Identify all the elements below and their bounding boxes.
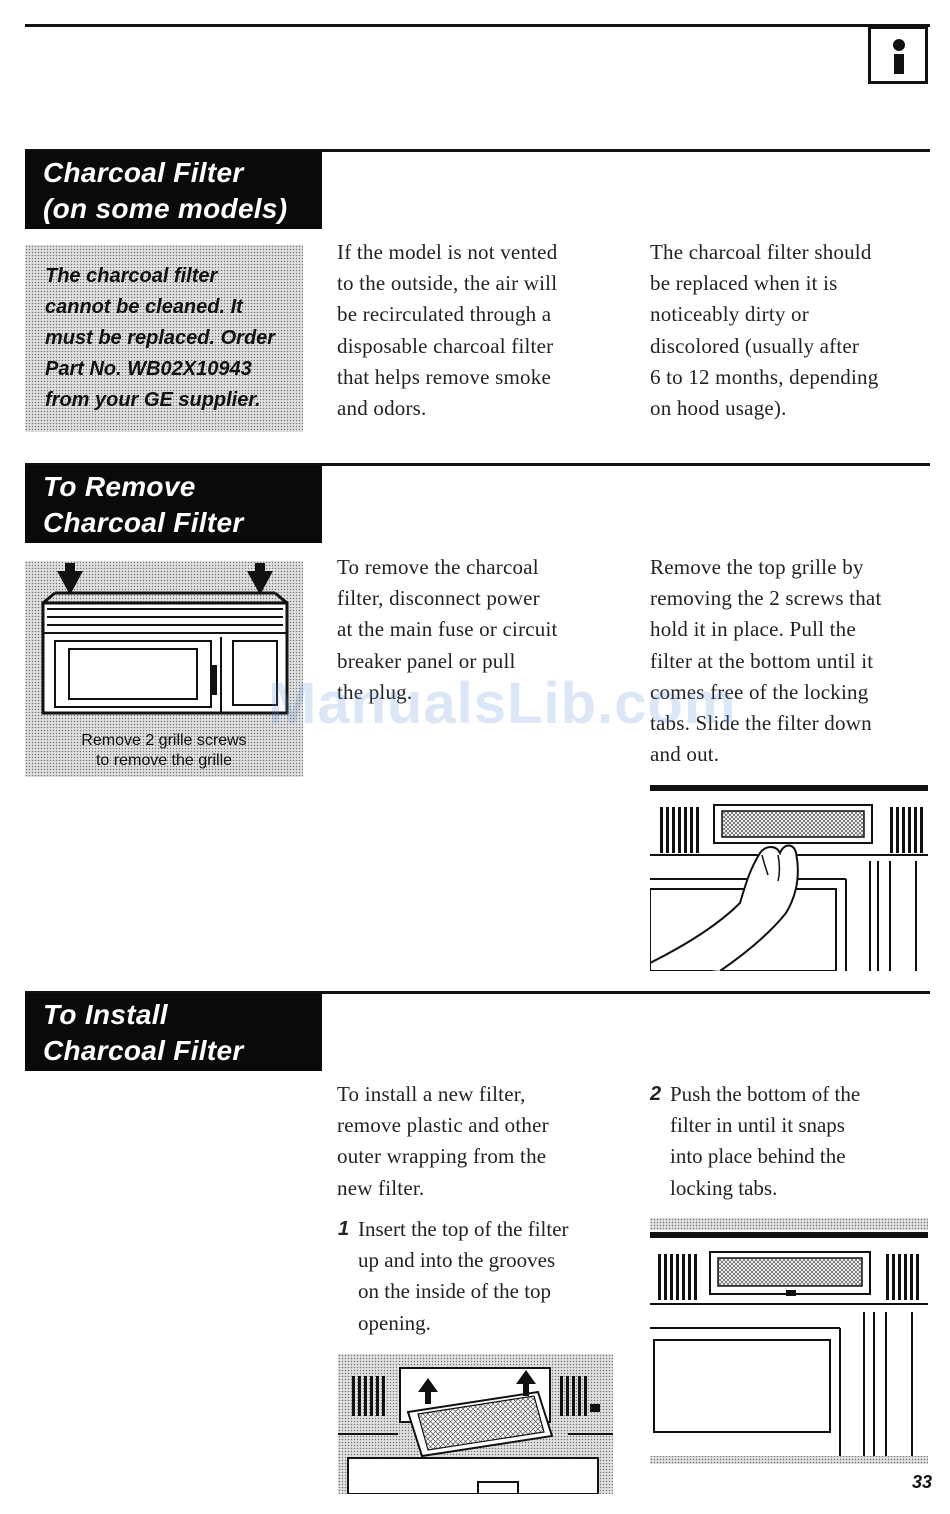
- text-line: new filter.: [337, 1175, 425, 1200]
- page-number: 33: [911, 1472, 932, 1492]
- text-line: be replaced when it is: [650, 271, 838, 296]
- insert-filter-figure: [338, 1354, 613, 1495]
- text-line: discolored (usually after: [650, 333, 860, 358]
- caption-line: Remove 2 grille screws: [81, 732, 247, 749]
- text-line: up and into the grooves: [358, 1248, 556, 1273]
- step-number: 1: [338, 1218, 350, 1240]
- body-text-install-intro: To install a new filter, remove plastic …: [337, 1079, 549, 1204]
- info-icon: [868, 26, 928, 84]
- text-line: filter at the bottom until it: [650, 648, 874, 673]
- filter-pull-figure: [649, 783, 928, 972]
- section-title-line: Charcoal Filter: [43, 157, 244, 188]
- note-line: The charcoal filter: [45, 265, 218, 287]
- text-line: filter in until it snaps: [670, 1113, 845, 1138]
- text-line: breaker panel or pull: [337, 648, 516, 673]
- microwave-illustration: [41, 563, 289, 715]
- text-line: removing the 2 screws that: [650, 586, 882, 611]
- text-line: outer wrapping from the: [337, 1144, 547, 1169]
- body-text-disconnect-power: To remove the charcoal filter, disconnec…: [337, 552, 558, 708]
- section-title-install-filter: To Install Charcoal Filter: [25, 993, 322, 1071]
- body-text-replace: The charcoal filter should be replaced w…: [650, 237, 878, 424]
- section-title-line: Charcoal Filter: [43, 507, 244, 538]
- text-line: Push the bottom of the: [670, 1082, 861, 1106]
- text-line: and out.: [650, 742, 720, 767]
- text-line: on the inside of the top: [358, 1279, 552, 1304]
- section-rule: [25, 463, 930, 466]
- text-line: Remove the top grille by: [650, 555, 864, 579]
- install-step-2: 2 Push the bottom of the filter in until…: [650, 1079, 860, 1204]
- text-line: at the main fuse or circuit: [337, 617, 558, 642]
- text-line: remove plastic and other: [337, 1113, 549, 1138]
- text-line: hold it in place. Pull the: [650, 617, 856, 642]
- section-rule: [25, 991, 930, 994]
- section-title-line: To Install: [43, 999, 168, 1030]
- text-line: 6 to 12 months, depending: [650, 364, 879, 389]
- section-title-line: Charcoal Filter: [43, 1035, 244, 1066]
- text-line: disposable charcoal filter: [337, 333, 554, 358]
- text-line: Insert the top of the filter: [358, 1217, 569, 1241]
- section-title-charcoal-filter: Charcoal Filter (on some models): [25, 151, 322, 229]
- step-number: 2: [650, 1083, 662, 1105]
- text-line: filter, disconnect power: [337, 586, 540, 611]
- text-line: locking tabs.: [670, 1175, 778, 1200]
- text-line: the plug.: [337, 679, 413, 704]
- text-line: To remove the charcoal: [337, 555, 539, 579]
- text-line: that helps remove smoke: [337, 364, 551, 389]
- text-line: tabs. Slide the filter down: [650, 711, 872, 736]
- top-rule: [25, 24, 930, 27]
- text-line: If the model is not vented: [337, 240, 558, 264]
- filter-installed-figure: [650, 1218, 928, 1464]
- text-line: and odors.: [337, 396, 427, 421]
- caption-line: to remove the grille: [95, 752, 233, 769]
- text-line: into place behind the: [670, 1144, 846, 1169]
- hand-pulling-filter-illustration: [649, 785, 928, 972]
- filter-installed-illustration: [650, 1230, 928, 1456]
- note-line: from your GE supplier.: [45, 389, 261, 411]
- text-line: comes free of the locking: [650, 679, 869, 704]
- text-line: be recirculated through a: [337, 302, 552, 327]
- text-line: to the outside, the air will: [337, 271, 558, 296]
- text-line: opening.: [358, 1310, 431, 1335]
- body-text-remove-grille: Remove the top grille by removing the 2 …: [650, 552, 881, 770]
- section-title-line: (on some models): [43, 193, 288, 224]
- text-line: The charcoal filter should: [650, 240, 872, 264]
- section-title-line: To Remove: [43, 471, 196, 502]
- microwave-grille-figure: Remove 2 grille screws to remove the gri…: [25, 561, 303, 777]
- note-line: must be replaced. Order: [45, 327, 276, 349]
- text-line: To install a new filter,: [337, 1082, 526, 1106]
- watermark: ManualsLib.com: [268, 671, 737, 736]
- section-title-remove-filter: To Remove Charcoal Filter: [25, 465, 322, 543]
- install-step-1: 1 Insert the top of the filter up and in…: [338, 1214, 569, 1339]
- section-rule: [25, 149, 930, 152]
- insert-filter-illustration: [338, 1367, 613, 1495]
- body-text-vented: If the model is not vented to the outsid…: [337, 237, 557, 424]
- figure-caption: Remove 2 grille screws to remove the gri…: [25, 731, 303, 771]
- text-line: on hood usage).: [650, 396, 787, 421]
- text-line: noticeably dirty or: [650, 302, 809, 327]
- note-line: cannot be cleaned. It: [45, 296, 243, 318]
- note-box: The charcoal filter cannot be cleaned. I…: [25, 245, 303, 432]
- note-line: Part No. WB02X10943: [45, 358, 252, 380]
